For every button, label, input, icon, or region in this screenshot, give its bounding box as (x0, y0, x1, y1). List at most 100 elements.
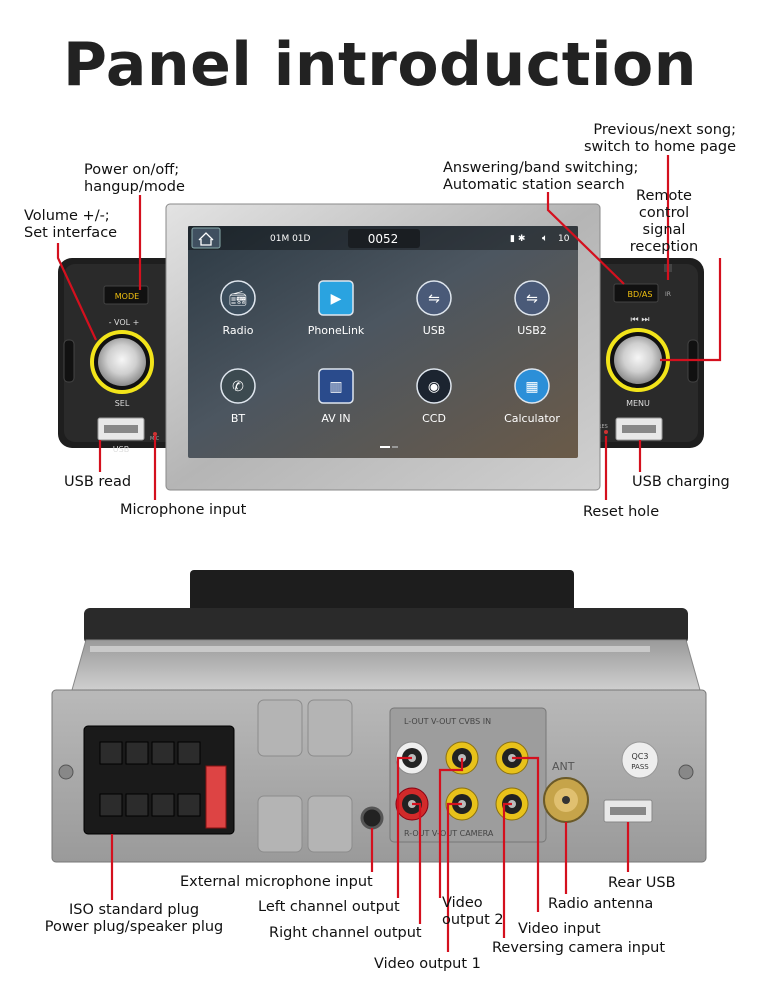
app-av-in[interactable]: ▥ AV IN (318, 368, 354, 425)
app-radio[interactable]: 📻︎ Radio (220, 280, 256, 337)
touch-screen[interactable] (188, 226, 578, 458)
app-label: Radio (223, 324, 254, 337)
usb2-icon (514, 280, 550, 316)
page-title: Panel introduction (63, 30, 697, 100)
rca-top-label: L-OUT V-OUT CVBS IN (404, 717, 491, 726)
app-label: USB2 (517, 324, 547, 337)
video-input-label: Video input (518, 921, 601, 937)
app-label: CCD (422, 412, 446, 425)
video-output-2-label-2: output 2 (442, 912, 504, 928)
external-mic-jack[interactable] (360, 806, 384, 830)
prevnext-label-1: Previous/next song; (593, 122, 736, 138)
app-label: PhoneLink (308, 324, 365, 337)
app-label: Calculator (504, 412, 560, 425)
mode-button-label: MODE (115, 292, 139, 301)
right-channel-label: Right channel output (269, 925, 422, 941)
phonelink-icon (318, 280, 354, 316)
left-channel-label: Left channel output (258, 899, 400, 915)
answer-callout: Answering/band switching; Automatic stat… (443, 160, 638, 194)
answer-label-2: Automatic station search (443, 177, 625, 193)
video-output-1-label: Video output 1 (374, 956, 481, 972)
ext-mic-label: External microphone input (180, 874, 373, 890)
bdas-button[interactable] (613, 283, 659, 303)
power-callout: Power on/off; hangup/mode (84, 162, 185, 196)
bluetooth-phone-icon-glyph: ✆ (232, 379, 244, 395)
remote-label-1: Remote (636, 188, 692, 204)
qc3-text: QC3 (632, 752, 649, 761)
remote-callout: Remote control signal reception (628, 188, 700, 256)
qc3-pass: PASS (631, 763, 649, 771)
prev-next-buttons[interactable]: ⏮ ⏭ (630, 315, 649, 325)
radio-antenna-label: Radio antenna (548, 896, 654, 912)
ant-label: ANT (552, 760, 575, 773)
menu-label: MENU (626, 399, 650, 408)
mic-input-label: Microphone input (120, 502, 247, 518)
usb-icon (416, 280, 452, 316)
remote-label-2: control (638, 205, 690, 221)
reversing-camera-label: Reversing camera input (492, 940, 666, 956)
volume-icon: 🔈︎ (542, 233, 548, 244)
front-panel: MODE - VOL + SEL USB MIC BD/AS ⏮ ⏭ MENU … (58, 203, 704, 491)
volume-callout: Volume +/-; Set interface (24, 208, 117, 242)
radio-icon-glyph: 📻︎ (229, 290, 247, 307)
remote-label-4: reception (629, 239, 699, 255)
av-in-icon-glyph: ▥ (329, 379, 342, 395)
page-indicator (380, 446, 390, 448)
rca-panel (389, 707, 547, 843)
calculator-icon-glyph: ▦ (525, 379, 538, 395)
status-volume: 10 (558, 234, 570, 244)
volume-label-2: Set interface (24, 225, 118, 241)
video-output-2-callout: Video output 2 (442, 895, 504, 929)
app-calculator[interactable]: ▦ Calculator (504, 368, 560, 425)
iso-label-1: ISO standard plug (68, 902, 200, 918)
sel-label: SEL (115, 399, 130, 408)
usb-charging-label: USB charging (632, 474, 730, 490)
app-usb[interactable]: ⇋ USB (416, 280, 452, 337)
mic-hole (153, 432, 157, 436)
usb-port-front-label: USB (113, 445, 129, 454)
usb2-icon-glyph: ⇋ (526, 291, 538, 307)
app-ccd[interactable]: ◉ CCD (416, 368, 452, 425)
answer-label-1: Answering/band switching; (443, 160, 639, 176)
prevnext-label-2: switch to home page (584, 139, 736, 155)
rear-callouts (110, 756, 630, 952)
av-in-icon (318, 368, 354, 404)
power-label-1: Power on/off; (84, 162, 180, 178)
app-grid: 📻︎ Radio ▶ PhoneLink ⇋ USB ⇋ USB2 ✆ BT ▥ AV IN ◉ CCD ▦… (220, 280, 560, 425)
radio-icon (220, 280, 256, 316)
camera-icon-glyph: ◉ (428, 379, 440, 395)
fuse (205, 765, 227, 829)
bdas-button-label: BD/AS (628, 290, 653, 299)
app-bt[interactable]: ✆ BT (220, 368, 256, 425)
mode-button[interactable] (103, 285, 149, 305)
status-date: 01M 01D (270, 234, 311, 244)
phonelink-icon-glyph: ▶ (331, 291, 342, 307)
home-icon[interactable] (191, 227, 221, 249)
res-label: RES (598, 424, 608, 430)
usb-icon-glyph: ⇋ (428, 291, 440, 307)
vol-label: - VOL + (109, 318, 140, 327)
status-icons: ▮ ✱ (510, 234, 525, 244)
reset-hole[interactable] (604, 430, 608, 434)
power-label-2: hangup/mode (84, 179, 185, 195)
usb-read-label: USB read (64, 474, 132, 490)
svg-text:IR: IR (665, 291, 671, 298)
camera-icon (416, 368, 452, 404)
app-usb2[interactable]: ⇋ USB2 (514, 280, 550, 337)
iso-plug-callout: ISO standard plug Power plug/speaker plu… (34, 902, 234, 936)
video-output-2-label-1: Video (442, 895, 483, 911)
iso-label-2: Power plug/speaker plug (44, 919, 224, 935)
front-callouts (56, 155, 722, 500)
calculator-icon (514, 368, 550, 404)
status-time: 0052 (368, 232, 399, 246)
app-label: USB (423, 324, 446, 337)
app-label: BT (231, 412, 246, 425)
rear-panel: L-OUT V-OUT CVBS IN R-OUT V-OUT CAMERA A… (51, 570, 707, 863)
prevnext-callout: Previous/next song; switch to home page (584, 122, 736, 156)
app-label: AV IN (321, 412, 350, 425)
volume-label-1: Volume +/-; (24, 208, 110, 224)
reset-hole-label: Reset hole (583, 504, 660, 520)
app-phonelink[interactable]: ▶ PhoneLink (308, 280, 365, 337)
rear-usb-label: Rear USB (608, 875, 676, 891)
